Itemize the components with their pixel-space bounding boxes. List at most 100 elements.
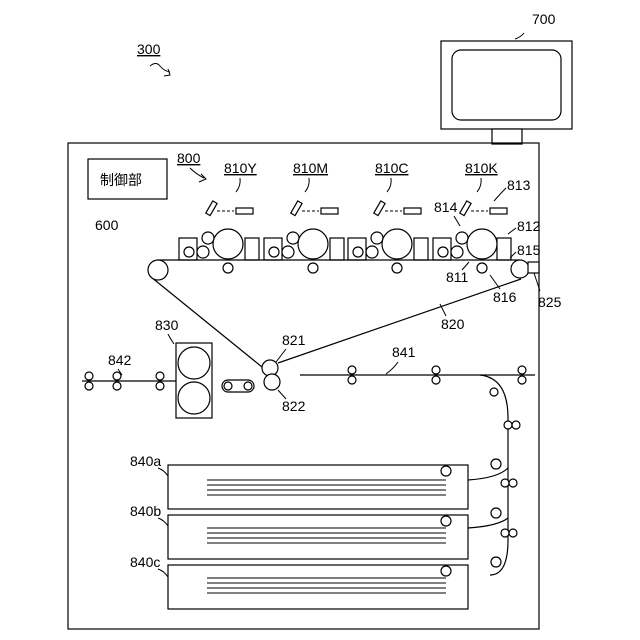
- unit-c: [348, 201, 428, 273]
- transfer-roller-m: [308, 263, 318, 273]
- tray-a-pickup-roller: [441, 466, 451, 476]
- tray-a-leader: [158, 468, 168, 476]
- discharge-roller-3b: [156, 382, 164, 390]
- feed-roller-10: [491, 557, 501, 567]
- discharge-roller-1b: [85, 382, 93, 390]
- charger-label: 815: [517, 242, 541, 258]
- dev-roller-a-m: [269, 247, 279, 257]
- feed-roller-5a: [504, 421, 512, 429]
- pre-fixing-conveyor: [222, 380, 254, 392]
- transfer-roller-c: [392, 263, 402, 273]
- feed-roller-6: [491, 459, 501, 469]
- monitor-leader: [515, 33, 524, 39]
- feed-roller-9b: [509, 529, 517, 537]
- monitor: [441, 41, 572, 144]
- conveyor-roller-a: [224, 382, 232, 390]
- drive-roller-leader: [276, 349, 286, 362]
- belt-right-roller: [511, 260, 529, 278]
- dev-roller-a-k: [438, 247, 448, 257]
- belt-sensor: [528, 262, 539, 273]
- laser-y: [206, 201, 217, 216]
- feed-branch-b: [468, 518, 508, 528]
- tray-c-pickup-roller: [441, 566, 451, 576]
- fixing-leader: [168, 334, 174, 344]
- developer-label: 814: [434, 199, 458, 215]
- feed-branch-a: [468, 468, 508, 480]
- system-label: 300: [137, 41, 161, 57]
- unit-m-leader: [305, 178, 309, 192]
- unit-y-label: 810Y: [224, 160, 257, 176]
- discharge-roller-1a: [85, 372, 93, 380]
- unit-m: [264, 201, 344, 273]
- drive-roller-label: 821: [282, 332, 306, 348]
- dev-roller-b-y: [197, 246, 209, 258]
- monitor-label: 700: [532, 11, 556, 27]
- transfer-roller-y: [223, 263, 233, 273]
- tray-c-leader: [158, 569, 168, 577]
- secondary-transfer-roller: [264, 374, 280, 390]
- mirror-c: [404, 208, 421, 214]
- tray-a-label: 840a: [130, 453, 161, 469]
- unit-k-label: 810K: [465, 160, 498, 176]
- tray-a-box: [168, 465, 468, 509]
- discharge-roller-2b: [113, 382, 121, 390]
- charge-roller-y: [202, 232, 214, 244]
- primary-transfer-label: 816: [493, 289, 517, 305]
- drum-c: [382, 229, 412, 259]
- tray-c-label: 840c: [130, 554, 160, 570]
- feed-roller-7b: [509, 479, 517, 487]
- cleaner-box-y: [245, 238, 259, 260]
- feed-roller-3b: [518, 376, 526, 384]
- cleaner-box-c: [414, 238, 428, 260]
- fixing-unit: [176, 343, 212, 418]
- controller-text: 制御部: [100, 172, 142, 188]
- dev-roller-b-m: [282, 246, 294, 258]
- feed-roller-8: [491, 508, 501, 518]
- dev-roller-a-c: [353, 247, 363, 257]
- feed-roller-1a: [348, 366, 356, 374]
- feed-roller-4: [490, 388, 498, 396]
- charge-roller-c: [371, 232, 383, 244]
- mirror-y: [236, 208, 253, 214]
- dev-roller-a-y: [184, 247, 194, 257]
- exposure-leader: [494, 188, 506, 201]
- feed-roller-2b: [432, 376, 440, 384]
- monitor-screen: [452, 50, 561, 120]
- tray-b-label: 840b: [130, 503, 161, 519]
- discharge-roller-3a: [156, 372, 164, 380]
- feed-roller-2a: [432, 366, 440, 374]
- tray-b-box: [168, 515, 468, 559]
- dev-roller-b-c: [366, 246, 378, 258]
- charge-roller-k: [456, 232, 468, 244]
- sensor-label: 825: [538, 294, 562, 310]
- tray-b-leader: [158, 518, 168, 526]
- unit-k-leader: [477, 178, 481, 192]
- feed-roller-9a: [501, 529, 509, 537]
- exposure-label: 813: [507, 177, 531, 193]
- tray-b-pickup-roller: [441, 516, 451, 526]
- feed-roller-5b: [512, 421, 520, 429]
- tray-c: [168, 565, 468, 609]
- primary-transfer-leader: [490, 275, 500, 289]
- feed-roller-3a: [518, 366, 526, 374]
- drum-label: 811: [446, 269, 469, 285]
- discharge-roller-2a: [113, 372, 121, 380]
- monitor-stand: [492, 129, 522, 144]
- drum-y: [213, 229, 243, 259]
- laser-c: [374, 201, 385, 216]
- feed-roller-7a: [501, 479, 509, 487]
- system-leader: [150, 64, 170, 73]
- controller-label: 600: [95, 217, 119, 233]
- apparatus-label: 800: [177, 150, 201, 166]
- apparatus-arrow-head: [199, 174, 206, 182]
- tray-a: [168, 465, 468, 509]
- drum-m: [298, 229, 328, 259]
- fixing-upper-roller: [178, 347, 210, 379]
- tray-b: [168, 515, 468, 559]
- tray-c-box: [168, 565, 468, 609]
- mirror-m: [321, 208, 338, 214]
- cleaner-label: 812: [517, 218, 541, 234]
- unit-y: [179, 201, 259, 273]
- discharge-path-label: 842: [108, 352, 132, 368]
